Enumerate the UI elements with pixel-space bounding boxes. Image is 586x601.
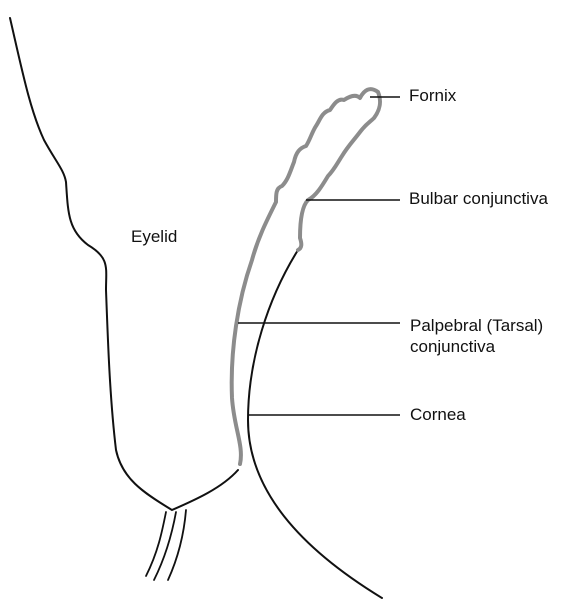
eyelid-label: Eyelid <box>131 226 177 247</box>
palpebral-conjunctiva-label: Palpebral (Tarsal) conjunctiva <box>410 315 543 357</box>
conjunctiva-outline <box>232 89 380 464</box>
eyelash-front <box>146 512 166 576</box>
cornea-label: Cornea <box>410 404 466 425</box>
bulbar-conjunctiva-label: Bulbar conjunctiva <box>409 188 548 209</box>
fornix-label: Fornix <box>409 85 456 106</box>
palpebral-label-line2: conjunctiva <box>410 336 543 357</box>
eyelid-outline <box>10 18 238 510</box>
cornea-curve <box>248 250 382 598</box>
eyelash-back <box>168 510 186 580</box>
palpebral-label-line1: Palpebral (Tarsal) <box>410 315 543 336</box>
